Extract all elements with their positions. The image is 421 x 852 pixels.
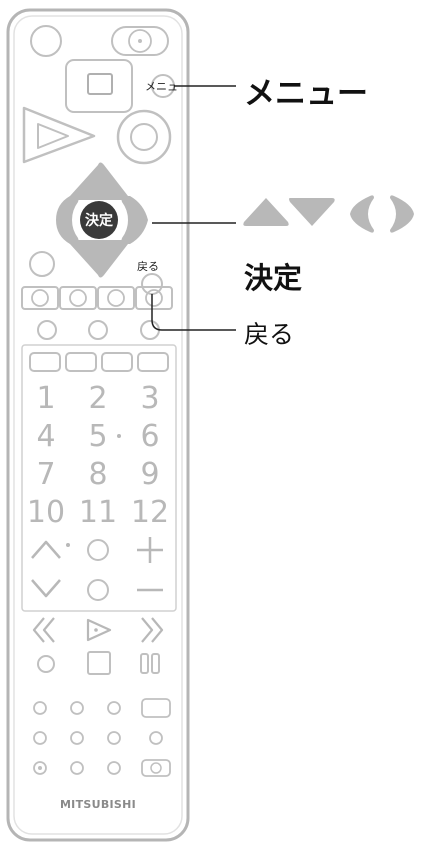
volume-up-icon[interactable] <box>137 537 163 563</box>
small-button-2[interactable] <box>88 320 108 340</box>
color-key-4-inner <box>145 289 163 307</box>
bottom-button-r1-c3[interactable] <box>107 701 121 715</box>
bottom-button-r3-c1-dot <box>38 766 42 770</box>
bottom-button-r3-c4-inner <box>150 762 162 774</box>
number-key-7[interactable]: 7 <box>36 457 55 492</box>
number-key-9[interactable]: 9 <box>140 457 159 492</box>
bottom-button-r3-c4[interactable] <box>141 759 171 777</box>
callout-up-arrow-icon <box>243 198 289 226</box>
fast-forward-icon[interactable] <box>141 617 164 643</box>
bottom-button-r1-c1[interactable] <box>33 701 47 715</box>
number-key-12[interactable]: 12 <box>131 495 169 530</box>
back-key-label: 戻る <box>137 260 159 273</box>
bottom-button-r2-c3[interactable] <box>107 731 121 745</box>
display-button[interactable] <box>87 579 109 601</box>
input-button-inner <box>128 29 152 53</box>
bottom-button-r3-c3[interactable] <box>107 761 121 775</box>
color-key-1[interactable] <box>21 286 59 310</box>
up-arrow-button[interactable] <box>68 162 129 201</box>
number-key-10[interactable]: 10 <box>27 495 65 530</box>
color-key-2-inner <box>69 289 87 307</box>
bottom-button-r3-c2[interactable] <box>70 761 84 775</box>
menu-callout-label: メニュー <box>244 76 368 112</box>
rewind-icon[interactable] <box>32 617 55 643</box>
channel-up-dot <box>66 543 70 547</box>
power-button[interactable] <box>30 25 62 57</box>
disc-button-inner <box>130 123 158 151</box>
channel-up-icon[interactable] <box>31 540 61 559</box>
color-key-3-inner <box>107 289 125 307</box>
right-arrow-button[interactable] <box>121 196 148 244</box>
left-small-button[interactable] <box>29 251 55 277</box>
back-leader-line <box>151 294 236 331</box>
play-mode-button-inner <box>37 123 69 149</box>
down-arrow-button[interactable] <box>68 240 129 278</box>
bottom-button-r2-c2[interactable] <box>70 731 84 745</box>
enter-button[interactable] <box>80 201 118 239</box>
disc-button[interactable] <box>116 109 172 165</box>
number-key-2[interactable]: 2 <box>88 381 107 416</box>
number-key-5-dot <box>117 434 121 438</box>
number-key-8[interactable]: 8 <box>88 457 107 492</box>
home-button-inner <box>87 73 113 95</box>
bottom-button-r1-c2[interactable] <box>70 701 84 715</box>
callout-right-arrow-icon <box>390 195 414 233</box>
remote-body-inner <box>13 15 183 835</box>
number-key-6[interactable]: 6 <box>140 419 159 454</box>
enter-callout-label: 決定 <box>244 261 303 295</box>
pause-button-left[interactable] <box>140 653 149 674</box>
input-button[interactable] <box>111 26 169 56</box>
menu-key-label: メニュー <box>145 80 189 93</box>
small-button-1[interactable] <box>37 320 57 340</box>
bottom-button-r3-c1[interactable] <box>33 761 47 775</box>
brand-logo: MITSUBISHI <box>60 798 136 811</box>
channel-down-icon[interactable] <box>31 579 61 598</box>
record-button[interactable] <box>37 655 55 673</box>
mute-button[interactable] <box>87 539 109 561</box>
back-callout-label: 戻る <box>244 320 295 349</box>
number-key-5[interactable]: 5 <box>88 419 107 454</box>
pause-button-right[interactable] <box>151 653 160 674</box>
home-button[interactable] <box>65 59 133 113</box>
number-key-11[interactable]: 11 <box>79 495 117 530</box>
color-key-1-inner <box>31 289 49 307</box>
enter-key-label: 決定 <box>85 212 113 229</box>
number-key-1[interactable]: 1 <box>36 381 55 416</box>
input-button-dot <box>138 39 142 43</box>
stop-button[interactable] <box>87 651 111 675</box>
bottom-button-r1-c4[interactable] <box>141 698 171 718</box>
play-icon[interactable] <box>86 618 112 642</box>
number-key-4[interactable]: 4 <box>36 419 55 454</box>
function-key-1[interactable] <box>29 352 61 372</box>
function-key-3[interactable] <box>101 352 133 372</box>
callout-left-arrow-icon <box>350 195 374 233</box>
left-arrow-button[interactable] <box>56 196 79 244</box>
play-mode-button[interactable] <box>22 106 96 164</box>
color-key-3[interactable] <box>97 286 135 310</box>
callout-down-arrow-icon <box>289 198 335 226</box>
bottom-button-r2-c4[interactable] <box>149 731 163 745</box>
number-panel <box>21 344 177 612</box>
color-key-2[interactable] <box>59 286 97 310</box>
number-key-3[interactable]: 3 <box>140 381 159 416</box>
play-icon-dot <box>94 628 98 632</box>
bottom-button-r2-c1[interactable] <box>33 731 47 745</box>
function-key-2[interactable] <box>65 352 97 372</box>
color-key-4[interactable] <box>135 286 173 310</box>
function-key-4[interactable] <box>137 352 169 372</box>
